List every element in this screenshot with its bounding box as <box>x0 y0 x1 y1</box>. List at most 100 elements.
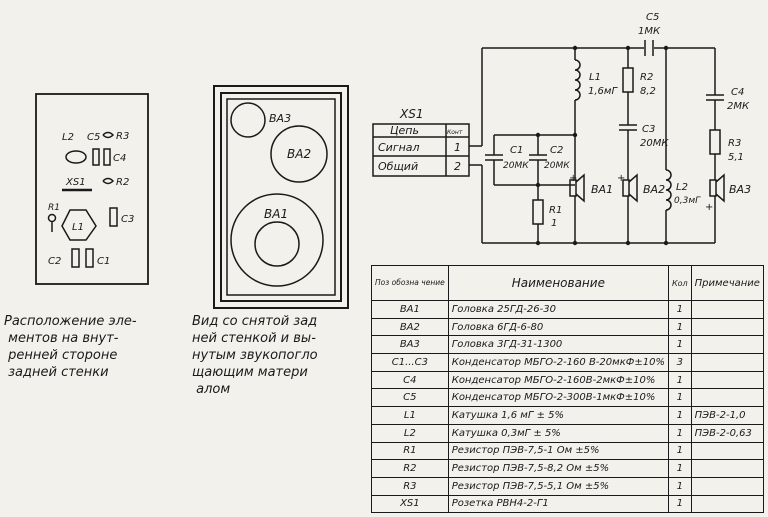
l2-coil <box>65 150 87 164</box>
label-c5: C5 <box>87 132 100 143</box>
bom-cell-name: Резистор ПЭВ-7,5-1 Ом ±5% <box>447 441 669 461</box>
bom-header-qty: Кол <box>667 265 692 301</box>
junction-4 <box>535 132 541 138</box>
label-r1: R1 <box>48 203 60 213</box>
bom-cell-note <box>690 300 764 319</box>
l2-coil <box>665 169 672 211</box>
label-l2: L2 <box>62 132 74 143</box>
label-c4-val: 2МК <box>727 101 750 112</box>
cabinet-inner <box>226 98 336 296</box>
label-c2: C2 <box>48 256 61 267</box>
bom-cell-ref: ВА2 <box>371 317 449 337</box>
bom-cell-qty: 1 <box>667 476 692 496</box>
label-ba1: ВА1 <box>591 183 613 196</box>
label-c2: C2 <box>550 145 563 156</box>
label-c3: C3 <box>121 214 134 225</box>
bom-cell-name: Конденсатор МБГО-2-300В-1мкФ±10% <box>447 388 669 408</box>
ba3-speaker <box>230 102 266 138</box>
label-c1-val: 20МК <box>503 161 529 171</box>
junction-3 <box>663 45 669 51</box>
c1-block <box>85 248 94 268</box>
ba2-cone <box>628 173 638 203</box>
bom-cell-note <box>690 459 764 478</box>
bom-cell-name: Катушка 1,6 мГ ± 5% <box>447 406 669 425</box>
bom-cell-qty: 1 <box>667 459 692 478</box>
cabinet-middle <box>220 92 342 302</box>
bom-cell-name: Резистор ПЭВ-7,5-5,1 Ом ±5% <box>447 476 669 496</box>
c5-block <box>92 148 100 166</box>
bom-cell-qty: 1 <box>667 494 692 514</box>
polarity-plus-ba3: + <box>705 202 713 213</box>
junction-10 <box>663 240 669 246</box>
label-ba2: ВА2 <box>643 183 665 196</box>
bom-cell-name: Головка 6ГД-6-80 <box>447 317 669 337</box>
xs1-row2-pin: 2 <box>454 160 461 173</box>
bom-cell-name: Головка 25ГД-26-30 <box>447 300 669 319</box>
bom-cell-ref: С4 <box>371 370 449 390</box>
bom-cell-name: Катушка 0,3мГ ± 5% <box>447 423 669 443</box>
r3-symbol <box>102 131 115 139</box>
caption-back-panel: Расположение эле- ментов на внут- ренней… <box>4 314 137 380</box>
label-l1: L1 <box>589 72 601 83</box>
xs1-table <box>372 123 470 177</box>
ba1-cone <box>254 221 300 267</box>
label-c3-val: 20МК <box>640 138 669 149</box>
xs1-header-circuit: Цепь <box>390 124 419 137</box>
bom-cell-ref: L2 <box>371 423 449 443</box>
bom-header-note: Примечание <box>690 265 764 301</box>
bom-header-ref: Поз обозна чение <box>371 265 449 301</box>
bom-cell-ref: XS1 <box>371 494 449 514</box>
bom-cell-ref: L1 <box>371 406 449 425</box>
junction-2 <box>625 45 631 51</box>
back-panel-outline <box>35 93 149 285</box>
label-c4: C4 <box>113 153 126 164</box>
bom-cell-name: Розетка РВН4-2-Г1 <box>447 494 669 514</box>
junction-9 <box>625 240 631 246</box>
ba1-speaker <box>569 179 577 197</box>
bom-cell-qty: 1 <box>667 423 692 443</box>
r1-symbol <box>532 199 544 225</box>
bom-cell-qty: 1 <box>667 406 692 425</box>
caption-cabinet: Вид со снятой зад ней стенкой и вы- нуты… <box>192 314 318 397</box>
bom-cell-ref: R3 <box>371 476 449 496</box>
bom-table: Поз обозна чение Наименование Кол Примеч… <box>371 265 764 514</box>
bom-cell-note: ПЭВ-2-0,63 <box>690 423 764 443</box>
bom-cell-qty: 1 <box>667 388 692 408</box>
label-r3: R3 <box>116 131 129 142</box>
r1-symbol <box>47 213 57 223</box>
label-r2: R2 <box>640 72 653 83</box>
junction-1 <box>572 45 578 51</box>
bom-cell-qty: 3 <box>667 353 692 372</box>
bom-cell-ref: R1 <box>371 441 449 461</box>
label-r3: R3 <box>728 138 741 149</box>
label-r3-val: 5,1 <box>728 152 744 163</box>
label-c5-val: 1МК <box>638 26 661 37</box>
back-panel-drawing: L2 C5 R3 C4 XS1 R2 R1 L1 C3 C2 C1 <box>35 93 149 285</box>
ba2-speaker <box>622 179 630 197</box>
label-ba3: ВА3 <box>729 183 751 196</box>
bom-cell-qty: 1 <box>667 370 692 390</box>
bom-cell-note: ПЭВ-2-1,0 <box>690 406 764 425</box>
label-l2-val: 0,3мГ <box>674 196 701 206</box>
bom-cell-ref: ВА3 <box>371 335 449 355</box>
c2-block <box>71 248 80 268</box>
bom-cell-note <box>690 494 764 514</box>
bom-cell-note <box>690 476 764 496</box>
label-r2: R2 <box>116 177 129 188</box>
xs1-title: XS1 <box>399 107 423 121</box>
bom-cell-qty: 1 <box>667 300 692 319</box>
polarity-plus-ba1: + <box>569 173 577 184</box>
label-l1-val: 1,6мГ <box>588 86 618 97</box>
bom-cell-qty: 1 <box>667 317 692 337</box>
bom-cell-ref: R2 <box>371 459 449 478</box>
schematic-drawing: XS1 Цепь Конт Сигнал 1 Общий 2 C5 1МК L1… <box>372 12 751 246</box>
